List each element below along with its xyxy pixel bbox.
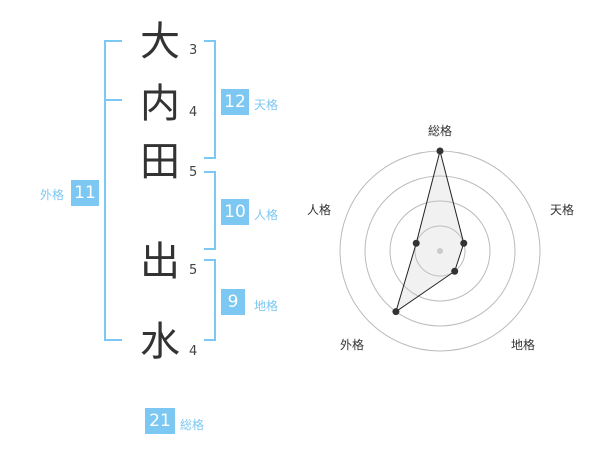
stroke-count-5: 4: [189, 344, 198, 359]
radar-grid-ring-1: [414, 225, 466, 277]
jinkaku-label: 人格: [254, 208, 279, 222]
radar-label-jinkaku: 人格: [307, 203, 332, 217]
soukaku-value-badge: 21: [145, 408, 175, 434]
gaikaku-value-badge: 11: [71, 180, 99, 206]
radar-point-3: [451, 267, 459, 275]
radar-grid-ring-2: [389, 200, 491, 302]
radar-label-chikaku: 地格: [511, 338, 536, 352]
chikaku-value-badge: 9: [221, 289, 245, 315]
name-char-3: 田: [140, 139, 180, 185]
stroke-count-1: 3: [189, 43, 198, 58]
jinkaku-value-badge: 10: [221, 199, 249, 225]
stroke-count-4: 5: [189, 263, 198, 278]
radar-label-gaikaku: 外格: [340, 338, 365, 352]
soukaku-label: 総格: [180, 418, 205, 432]
radar-point-1: [436, 147, 444, 155]
radar-label-tenkaku: 天格: [550, 203, 575, 217]
radar-point-2: [460, 239, 468, 247]
radar-label-soukaku: 総格: [428, 124, 453, 138]
radar-grid-ring-3: [364, 175, 516, 327]
tenkaku-label: 天格: [254, 98, 279, 112]
stroke-count-2: 4: [189, 105, 198, 120]
name-char-5: 水: [140, 319, 180, 365]
radar-center-dot: [437, 248, 443, 254]
tenkaku-value-badge: 12: [221, 89, 249, 115]
name-char-1: 大: [140, 19, 180, 65]
gaikaku-label: 外格: [40, 188, 65, 202]
chikaku-label: 地格: [254, 299, 279, 313]
radar-point-5: [412, 239, 420, 247]
radar-series-polygon: [395, 150, 465, 313]
stroke-count-3: 5: [189, 165, 198, 180]
name-char-2: 内: [140, 81, 180, 127]
radar-point-4: [392, 308, 400, 316]
name-char-4: 出: [140, 239, 180, 285]
